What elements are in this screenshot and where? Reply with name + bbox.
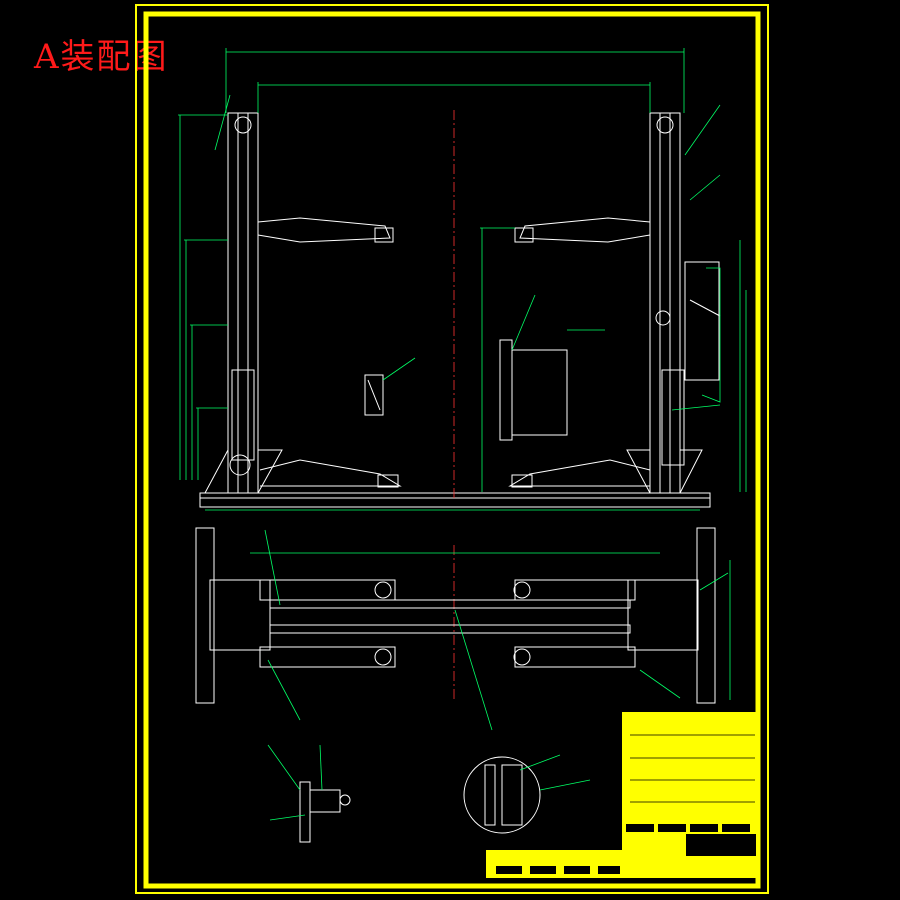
plan-view (195, 527, 716, 704)
upper-lift-arms (257, 217, 651, 243)
front-dimensions (178, 48, 747, 511)
section-detail-small (364, 374, 384, 416)
left-column (204, 112, 283, 494)
front-view (199, 112, 721, 508)
sheet-frame (135, 4, 769, 894)
detail-leaders (267, 744, 591, 821)
title-block-lines (630, 734, 755, 803)
plan-dimensions (250, 529, 731, 731)
detail-views (299, 756, 541, 843)
base-platform (199, 459, 711, 508)
right-column (626, 112, 721, 494)
cabinet-detail (499, 339, 568, 441)
title-block (486, 712, 758, 878)
